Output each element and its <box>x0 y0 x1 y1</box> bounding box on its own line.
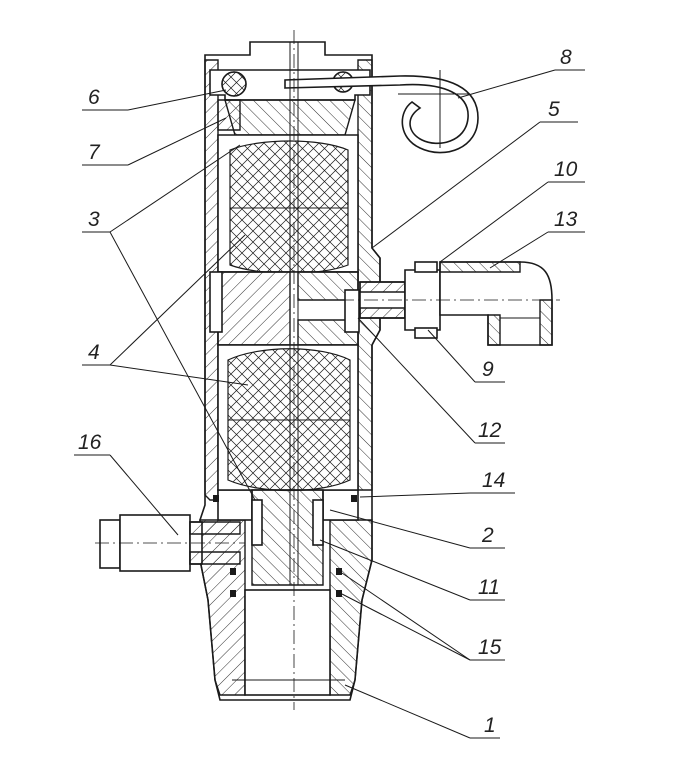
callout-16: 16 <box>78 431 102 454</box>
callout-10: 10 <box>554 158 578 181</box>
lever <box>284 70 479 154</box>
callout-15: 15 <box>478 636 502 659</box>
callout-14: 14 <box>482 469 505 492</box>
callout-2: 2 <box>481 524 494 547</box>
quick-connector <box>95 514 245 572</box>
callout-11: 11 <box>478 576 500 599</box>
callout-8: 8 <box>560 46 572 69</box>
seal-rings <box>213 495 357 597</box>
callout-5: 5 <box>548 98 560 121</box>
callout-3: 3 <box>88 208 100 231</box>
callout-1: 1 <box>484 714 496 737</box>
leader-lines <box>74 69 585 739</box>
inner-column <box>209 42 359 586</box>
callout-13: 13 <box>554 208 578 231</box>
callout-9: 9 <box>482 358 494 381</box>
callout-7: 7 <box>88 141 101 164</box>
callout-12: 12 <box>478 419 502 442</box>
callout-labels: 6 7 3 4 16 8 5 10 13 9 12 14 2 11 15 1 <box>78 46 578 737</box>
callout-4: 4 <box>88 341 100 364</box>
side-fitting <box>340 261 560 346</box>
callout-6: 6 <box>88 86 100 109</box>
